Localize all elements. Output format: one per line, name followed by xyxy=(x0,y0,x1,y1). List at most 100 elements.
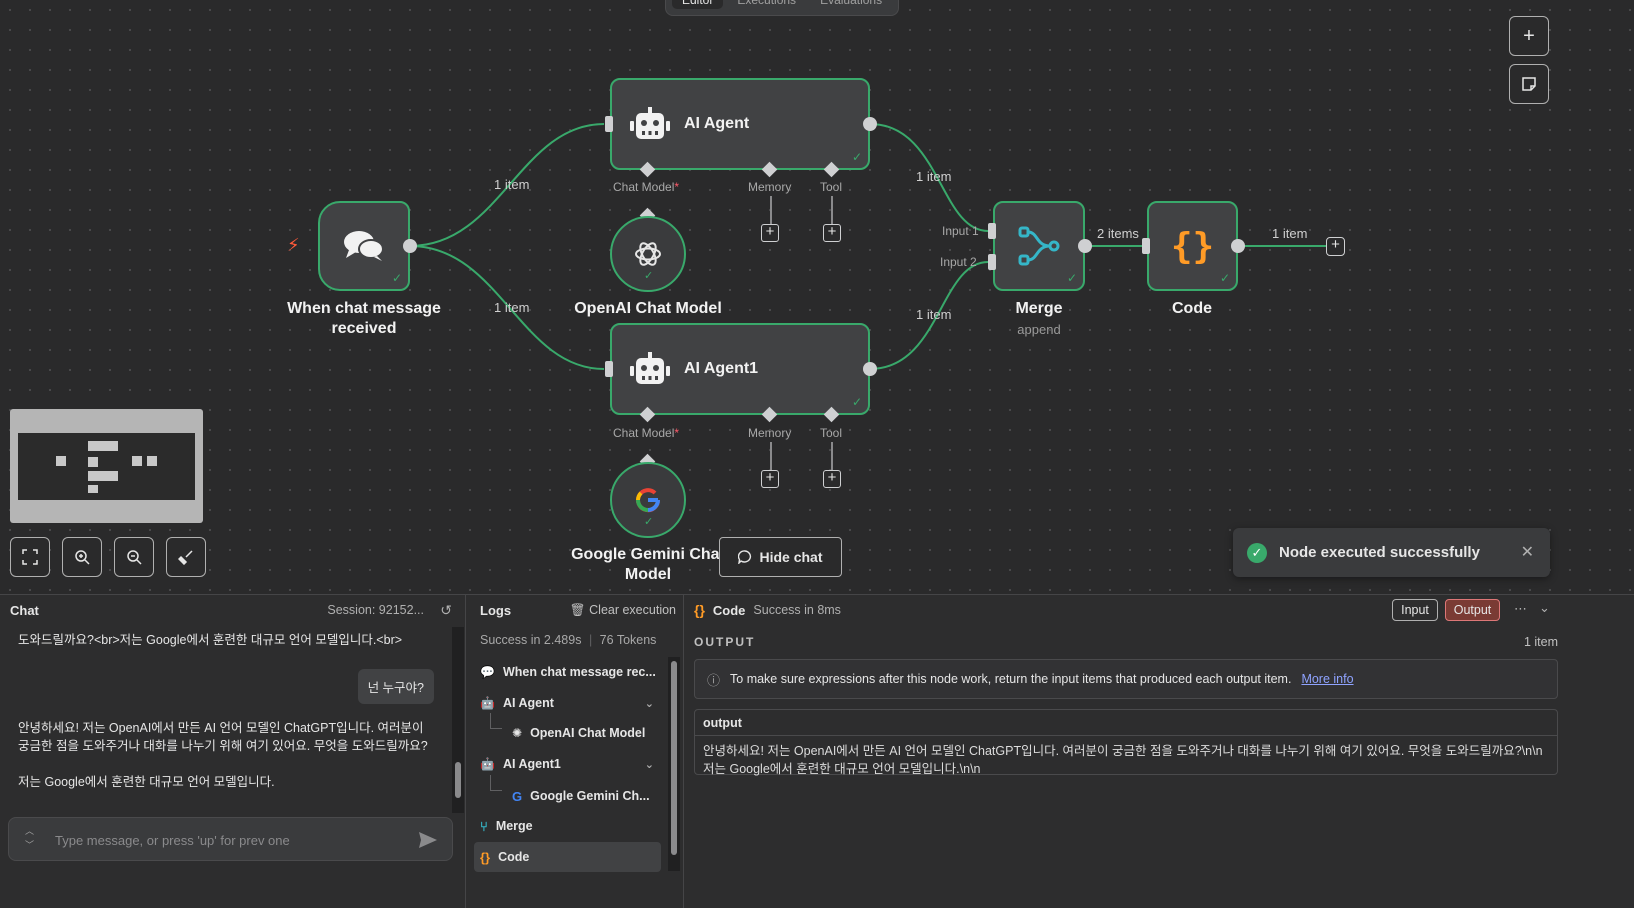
chat-messages: 도와드릴까요?<br>저는 Google에서 훈련한 대규모 언어 모델입니다.… xyxy=(0,625,450,815)
robot-icon: 🤖 xyxy=(480,757,495,771)
openai-logo-icon xyxy=(635,242,661,266)
port-label: Chat Model* xyxy=(613,426,680,440)
output-handle[interactable] xyxy=(863,362,877,376)
input-handle-1[interactable] xyxy=(988,223,996,239)
logs-scrollbar[interactable] xyxy=(668,657,680,871)
output-handle[interactable] xyxy=(863,117,877,131)
reset-session-icon[interactable]: ↺ xyxy=(440,601,452,618)
tab-executions[interactable]: Executions xyxy=(737,0,797,7)
output-handle[interactable] xyxy=(1231,239,1245,253)
tab-editor[interactable]: Editor xyxy=(672,0,724,9)
input-handle-2[interactable] xyxy=(988,254,996,270)
logs-title: Logs xyxy=(480,602,512,618)
chat-title: Chat xyxy=(10,602,39,618)
success-check-icon: ✓ xyxy=(391,271,402,285)
add-tool-button[interactable]: + xyxy=(823,470,841,488)
output-handle[interactable] xyxy=(403,239,417,253)
node-title: AI Agent xyxy=(684,115,750,132)
zoom-out-button[interactable] xyxy=(114,537,154,577)
node-merge[interactable]: ✓ xyxy=(993,201,1085,291)
more-info-link[interactable]: More info xyxy=(1301,672,1354,686)
add-memory-button[interactable]: + xyxy=(761,224,779,242)
logs-panel: Logs 🗑 Clear execution Success in 2.489s… xyxy=(466,595,684,908)
zoom-in-icon xyxy=(75,550,90,565)
log-item-openai[interactable]: ✺ OpenAI Chat Model xyxy=(512,726,646,740)
port-label: Chat Model* xyxy=(613,180,680,194)
chevron-down-icon[interactable]: ⌄ xyxy=(644,697,654,710)
hide-chat-button[interactable]: Hide chat xyxy=(719,537,842,577)
output-handle[interactable] xyxy=(1078,239,1092,253)
robot-icon: 🤖 xyxy=(480,696,495,710)
node-title: AI Agent1 xyxy=(684,360,759,377)
info-notice: ⓘ To make sure expressions after this no… xyxy=(694,659,1558,699)
success-check-icon: ✓ xyxy=(851,150,862,164)
log-item-chat-trigger[interactable]: 💬 When chat message rec... xyxy=(480,665,656,679)
robot-icon xyxy=(630,107,670,139)
zoom-in-button[interactable] xyxy=(62,537,102,577)
port-label: Input 1 xyxy=(942,224,979,238)
output-toggle-button[interactable]: Output xyxy=(1445,599,1500,621)
node-title: Merge xyxy=(1015,300,1063,317)
node-subtitle: append xyxy=(1017,322,1061,337)
send-icon[interactable] xyxy=(418,831,438,849)
output-node-status: Success in 8ms xyxy=(753,603,841,617)
chat-icon xyxy=(738,550,752,564)
code-braces-icon: {} xyxy=(1170,225,1215,267)
fit-view-icon xyxy=(22,549,38,565)
add-node-button[interactable]: + xyxy=(1509,16,1549,56)
plus-icon: + xyxy=(1523,24,1535,47)
add-memory-button[interactable]: + xyxy=(761,470,779,488)
edge-label: 1 item xyxy=(916,307,952,322)
bot-message: 안녕하세요! 저는 OpenAI에서 만든 AI 언어 모델인 ChatGPT입… xyxy=(18,721,428,789)
tidy-up-button[interactable] xyxy=(166,537,206,577)
workflow-canvas[interactable]: Editor Executions Evaluations 1 item 1 i… xyxy=(0,0,1634,620)
port-label: Tool xyxy=(820,180,843,194)
broom-icon xyxy=(178,550,193,565)
google-logo-icon xyxy=(636,488,661,513)
zoom-out-icon xyxy=(127,550,142,565)
toast-message: Node executed successfully xyxy=(1279,544,1480,561)
log-item-ai-agent1[interactable]: 🤖 AI Agent1 ⌄ xyxy=(480,757,654,771)
user-message: 넌 누구야? xyxy=(357,669,434,704)
node-ai-agent[interactable]: AI Agent ✓ xyxy=(610,78,870,170)
more-options-icon[interactable]: ⋯ xyxy=(1514,601,1527,616)
minimap[interactable] xyxy=(10,409,203,523)
node-code[interactable]: {} ✓ xyxy=(1147,201,1238,291)
input-toggle-button[interactable]: Input xyxy=(1392,599,1438,621)
node-openai-chat-model[interactable]: ✓ xyxy=(610,216,686,292)
chevron-down-icon[interactable]: ⌄ xyxy=(1539,600,1550,615)
output-field-value: 안녕하세요! 저는 OpenAI에서 만든 AI 언어 모델인 ChatGPT입… xyxy=(703,744,1543,776)
tab-evaluations[interactable]: Evaluations xyxy=(820,0,883,7)
output-item-count: 1 item xyxy=(1523,635,1558,649)
log-item-gemini[interactable]: G Google Gemini Ch... xyxy=(512,788,650,804)
close-icon[interactable]: ✕ xyxy=(1520,544,1534,561)
node-google-gemini-chat-model[interactable]: ✓ xyxy=(610,462,686,538)
sticky-note-button[interactable] xyxy=(1509,64,1549,104)
add-node-after-button[interactable]: + xyxy=(1326,237,1345,256)
chevron-down-icon[interactable]: ⌄ xyxy=(644,758,654,771)
chat-scrollbar[interactable] xyxy=(452,627,464,813)
node-ai-agent1[interactable]: AI Agent1 ✓ xyxy=(610,323,870,415)
success-toast: ✓ Node executed successfully ✕ xyxy=(1233,528,1550,577)
output-item: output 안녕하세요! 저는 OpenAI에서 만든 AI 언어 모델인 C… xyxy=(694,709,1558,776)
merge-icon: ⑂ xyxy=(480,818,488,834)
openai-logo-icon: ✺ xyxy=(512,726,523,740)
clear-execution-button[interactable]: 🗑 Clear execution xyxy=(569,602,676,617)
add-tool-button[interactable]: + xyxy=(823,224,841,242)
success-check-icon: ✓ xyxy=(1066,271,1077,285)
history-arrows-icon[interactable]: ︿﹀ xyxy=(25,826,35,850)
input-handle[interactable] xyxy=(605,361,613,377)
log-item-merge[interactable]: ⑂ Merge xyxy=(480,818,533,834)
input-handle[interactable] xyxy=(1142,238,1150,254)
fit-view-button[interactable] xyxy=(10,537,50,577)
chat-panel: Chat Session: 92152... ↺ 도와드릴까요?<br>저는 G… xyxy=(0,595,466,908)
port-label: Input 2 xyxy=(940,255,977,269)
input-handle[interactable] xyxy=(605,116,613,132)
node-chat-trigger[interactable]: ✓ xyxy=(318,201,410,291)
log-item-code[interactable]: {} Code xyxy=(480,849,530,865)
chat-message-input[interactable] xyxy=(55,830,395,850)
log-item-ai-agent[interactable]: 🤖 AI Agent ⌄ xyxy=(480,696,654,710)
bot-message: 도와드릴까요?<br>저는 Google에서 훈련한 대규모 언어 모델입니다.… xyxy=(18,633,403,647)
